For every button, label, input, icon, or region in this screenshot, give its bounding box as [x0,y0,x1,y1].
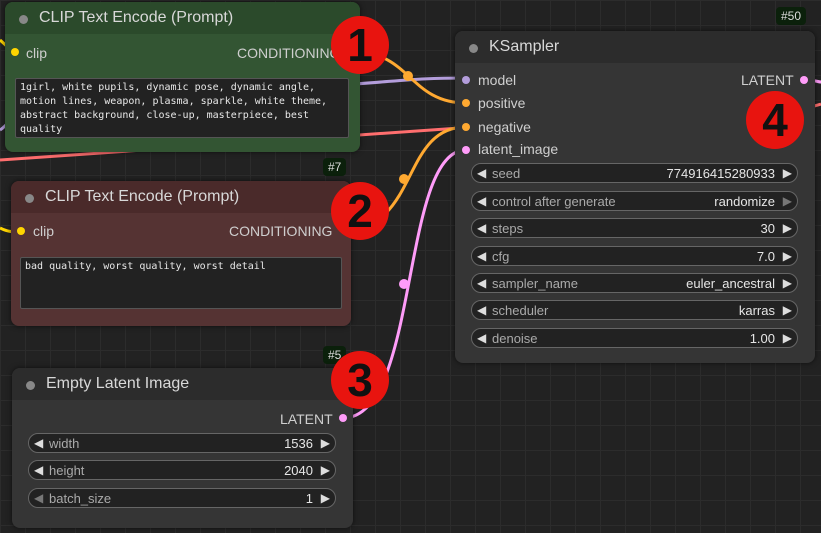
decrement-arrow-icon[interactable]: ◀ [34,463,44,477]
increment-arrow-icon[interactable]: ▶ [782,276,792,290]
node-title: CLIP Text Encode (Prompt) [39,9,234,26]
height-widget[interactable]: ◀ height 2040 ▶ [28,460,336,480]
model-input-label: model [478,72,517,88]
wire-reroute-dot [403,71,413,81]
negative-input-dot-icon[interactable] [462,123,470,131]
decrement-arrow-icon[interactable]: ◀ [477,249,487,263]
annotation-marker-4: 4 [746,91,804,149]
clip-input-label: clip [33,223,55,239]
increment-arrow-icon[interactable]: ▶ [320,491,330,505]
decrement-arrow-icon[interactable]: ◀ [34,436,44,450]
increment-arrow-icon[interactable]: ▶ [782,331,792,345]
conditioning-output-label: CONDITIONING [237,45,341,61]
width-widget[interactable]: ◀ width 1536 ▶ [28,433,336,453]
widget-label: seed [492,166,521,181]
widget-label: sampler_name [492,276,578,291]
decrement-arrow-icon[interactable]: ◀ [477,331,487,345]
widget-label: control after generate [492,194,616,209]
node-title-bar[interactable]: CLIP Text Encode (Prompt) [5,2,360,34]
widget-label: batch_size [49,491,112,506]
widget-value: 1536 [284,436,313,451]
decrement-arrow-icon[interactable]: ◀ [477,166,487,180]
positive-prompt-textarea[interactable]: 1girl, white pupils, dynamic pose, dynam… [15,78,349,138]
positive-input-dot-icon[interactable] [462,99,470,107]
collapse-dot-icon[interactable] [26,381,35,390]
latent-image-input-dot-icon[interactable] [462,146,470,154]
collapse-dot-icon[interactable] [25,194,34,203]
increment-arrow-icon[interactable]: ▶ [782,194,792,208]
widget-value: randomize [714,194,775,209]
decrement-arrow-icon[interactable]: ◀ [477,221,487,235]
node-title: KSampler [489,38,560,55]
positive-input-label: positive [478,95,526,111]
empty-latent-image-node[interactable]: Empty Latent Image LATENT ◀ width 1536 ▶… [12,368,353,528]
node-title: Empty Latent Image [46,375,190,392]
widget-value: 1 [305,491,313,506]
decrement-arrow-icon[interactable]: ◀ [477,194,487,208]
widget-label: cfg [492,249,510,264]
negative-input-label: negative [478,119,531,135]
clip-input-label: clip [26,45,48,61]
negative-prompt-textarea[interactable]: bad quality, worst quality, worst detail [20,257,342,309]
increment-arrow-icon[interactable]: ▶ [320,463,330,477]
clip-input-dot-icon[interactable] [11,48,19,56]
widget-value: karras [738,303,775,318]
denoise-widget[interactable]: ◀ denoise 1.00 ▶ [471,328,798,348]
node-title-bar[interactable]: KSampler [455,31,815,63]
batch-size-widget[interactable]: ◀ batch_size 1 ▶ [28,488,336,508]
widget-label: denoise [492,331,538,346]
increment-arrow-icon[interactable]: ▶ [782,166,792,180]
node-title-bar[interactable]: Empty Latent Image [12,368,353,400]
clip-text-encode-negative-node[interactable]: CLIP Text Encode (Prompt) clip CONDITION… [11,181,351,326]
latent-output-dot-icon[interactable] [800,76,808,84]
widget-value: 30 [760,221,775,236]
latent-image-input-label: latent_image [478,141,559,157]
widget-value: 2040 [284,463,313,478]
latent-output-dot-icon[interactable] [339,414,347,422]
control-after-generate-widget[interactable]: ◀ control after generate randomize ▶ [471,191,798,211]
seed-widget[interactable]: ◀ seed 774916415280933 ▶ [471,163,798,183]
increment-arrow-icon[interactable]: ▶ [320,436,330,450]
annotation-marker-2: 2 [331,182,389,240]
conditioning-output-label: CONDITIONING [229,223,333,239]
steps-widget[interactable]: ◀ steps 30 ▶ [471,218,798,238]
decrement-arrow-icon[interactable]: ◀ [477,303,487,317]
widget-label: scheduler [492,303,549,318]
widget-value: 7.0 [756,249,775,264]
widget-value: 1.00 [749,331,775,346]
collapse-dot-icon[interactable] [19,15,28,24]
model-input-dot-icon[interactable] [462,76,470,84]
wire-reroute-dot [399,279,409,289]
annotation-marker-1: 1 [331,16,389,74]
widget-label: height [49,463,85,478]
widget-label: steps [492,221,524,236]
widget-value: 774916415280933 [666,166,775,181]
scheduler-widget[interactable]: ◀ scheduler karras ▶ [471,300,798,320]
latent-output-label: LATENT [280,411,333,427]
ksampler-node[interactable]: KSampler model positive negative latent_… [455,31,815,363]
increment-arrow-icon[interactable]: ▶ [782,249,792,263]
decrement-arrow-icon[interactable]: ◀ [477,276,487,290]
node-title-bar[interactable]: CLIP Text Encode (Prompt) [11,181,351,213]
wire-reroute-dot [399,174,409,184]
node-title: CLIP Text Encode (Prompt) [45,188,240,205]
clip-text-encode-positive-node[interactable]: CLIP Text Encode (Prompt) clip CONDITION… [5,2,360,152]
annotation-marker-3: 3 [331,351,389,409]
sampler-name-widget[interactable]: ◀ sampler_name euler_ancestral ▶ [471,273,798,293]
widget-label: width [49,436,80,451]
node-id-badge: #50 [776,7,807,25]
increment-arrow-icon[interactable]: ▶ [782,221,792,235]
node-id-badge: #7 [323,158,347,176]
widget-value: euler_ancestral [686,276,775,291]
cfg-widget[interactable]: ◀ cfg 7.0 ▶ [471,246,798,266]
decrement-arrow-icon[interactable]: ◀ [34,491,44,505]
collapse-dot-icon[interactable] [469,44,478,53]
clip-input-dot-icon[interactable] [17,227,25,235]
increment-arrow-icon[interactable]: ▶ [782,303,792,317]
latent-output-label: LATENT [741,72,794,88]
